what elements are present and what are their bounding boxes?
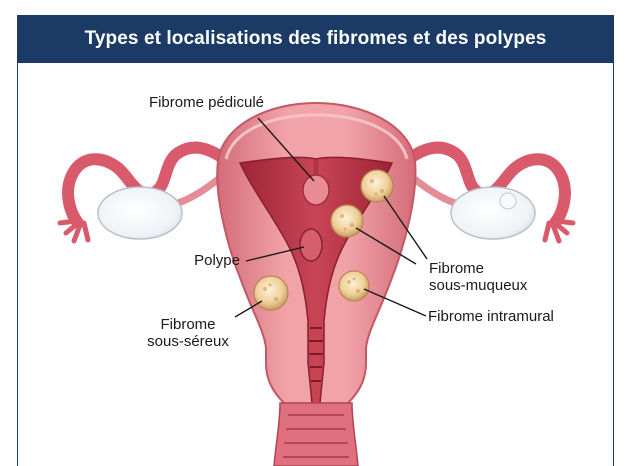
label-submucosal-line2: sous-muqueux [429, 277, 559, 294]
label-subserosal-line2: sous-séreux [138, 333, 238, 350]
right-ovary-follicle [500, 193, 516, 209]
label-subserosal-line1: Fibrome [138, 316, 238, 333]
figure-title: Types et localisations des fibromes et d… [85, 28, 547, 50]
figure-frame: Types et localisations des fibromes et d… [17, 15, 614, 466]
label-pedunculated-fibroid: Fibrome pédiculé [114, 94, 264, 111]
pedunculated-fibroid [303, 175, 329, 205]
header-bar: Types et localisations des fibromes et d… [18, 15, 613, 63]
right-ovary [451, 187, 535, 239]
right-fimbriae [545, 221, 573, 241]
label-polyp: Polype [156, 252, 240, 269]
label-submucosal-line1: Fibrome [429, 260, 549, 277]
label-intramural-fibroid: Fibrome intramural [428, 308, 598, 325]
submucosal-fibroid-lower [331, 205, 363, 237]
left-ovary [98, 187, 182, 239]
uterus-diagram: Fibrome pédiculé Polype Fibrome sous-sér… [18, 63, 614, 466]
submucosal-fibroid-upper [361, 170, 393, 202]
subserosal-fibroid [254, 276, 288, 310]
intramural-fibroid [339, 271, 369, 301]
polyp [300, 229, 322, 261]
left-fimbriae [60, 221, 88, 241]
